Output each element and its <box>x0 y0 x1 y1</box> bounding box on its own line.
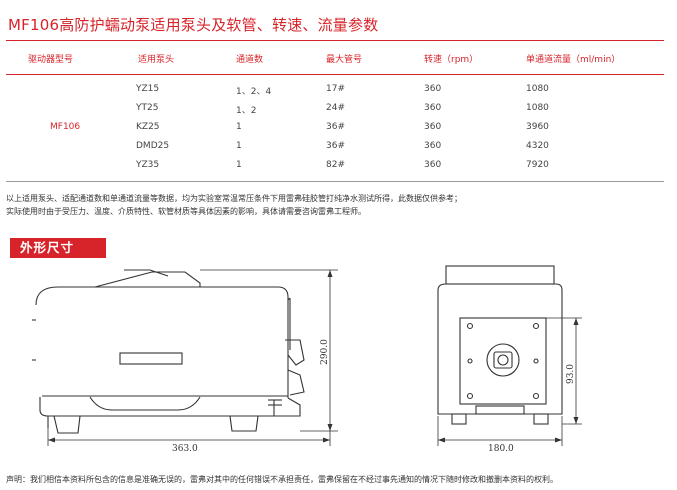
cell-flow: 1080 <box>526 103 549 113</box>
cell-max-tube: 24# <box>326 103 345 113</box>
header-driver-model: 驱动器型号 <box>28 55 74 65</box>
cell-max-tube: 17# <box>326 84 345 94</box>
dim-front-width: 180.0 <box>488 444 514 454</box>
cell-flow: 3960 <box>526 122 549 132</box>
header-max-tube: 最大管号 <box>326 55 363 65</box>
dim-head-height: 93.0 <box>566 364 576 384</box>
cell-pump-head: DMD25 <box>136 141 170 151</box>
dim-height: 290.0 <box>320 339 330 365</box>
table-top-rule <box>6 40 664 41</box>
header-pump-head: 适用泵头 <box>138 55 175 65</box>
cell-speed: 360 <box>424 160 442 170</box>
note-line-1: 以上适用泵头、适配通道数和单通道流量等数据，均为实验室常温常压条件下用雷弗硅胶管… <box>6 194 462 203</box>
disclaimer: 声明：我们相信本资料所包含的信息是准确无误的，雷弗对其中的任何错误不承担责任，雷… <box>6 475 558 484</box>
cell-max-tube: 36# <box>326 122 345 132</box>
cell-channels: 1、2、4 <box>236 87 272 97</box>
header-channels: 通道数 <box>236 55 264 65</box>
page-title: MF106高防护蠕动泵适用泵头及软管、转速、流量参数 <box>8 16 379 34</box>
section-title: 外形尺寸 <box>10 238 106 258</box>
cell-channels: 1 <box>236 141 242 151</box>
cell-speed: 360 <box>424 103 442 113</box>
dim-side-width: 363.0 <box>172 444 198 454</box>
header-flow: 单通道流量（ml/min） <box>526 55 621 65</box>
cell-flow: 1080 <box>526 84 549 94</box>
front-view-pump <box>437 265 563 425</box>
driver-model-cell: MF106 <box>50 122 81 132</box>
table-bottom-rule <box>6 181 664 182</box>
cell-pump-head: YT25 <box>136 103 159 113</box>
table-header-rule <box>6 74 664 75</box>
cell-pump-head: YZ15 <box>136 84 160 94</box>
cell-speed: 360 <box>424 84 442 94</box>
cell-max-tube: 36# <box>326 141 345 151</box>
cell-flow: 7920 <box>526 160 549 170</box>
header-speed: 转速（rpm） <box>424 55 479 65</box>
cell-speed: 360 <box>424 141 442 151</box>
cell-channels: 1 <box>236 122 242 132</box>
side-view-pump <box>32 269 305 434</box>
cell-pump-head: KZ25 <box>136 122 160 132</box>
note-line-2: 实际使用时由于受压力、温度、介质特性、软管材质等具体因素的影响，具体请需要咨询雷… <box>6 207 366 216</box>
cell-channels: 1 <box>236 160 242 170</box>
cell-pump-head: YZ35 <box>136 160 160 170</box>
cell-channels: 1、2 <box>236 106 257 116</box>
dimension-drawing: 363.0 290.0 180.0 93.0 <box>32 265 582 454</box>
cell-flow: 4320 <box>526 141 549 151</box>
cell-speed: 360 <box>424 122 442 132</box>
cell-max-tube: 82# <box>326 160 345 170</box>
